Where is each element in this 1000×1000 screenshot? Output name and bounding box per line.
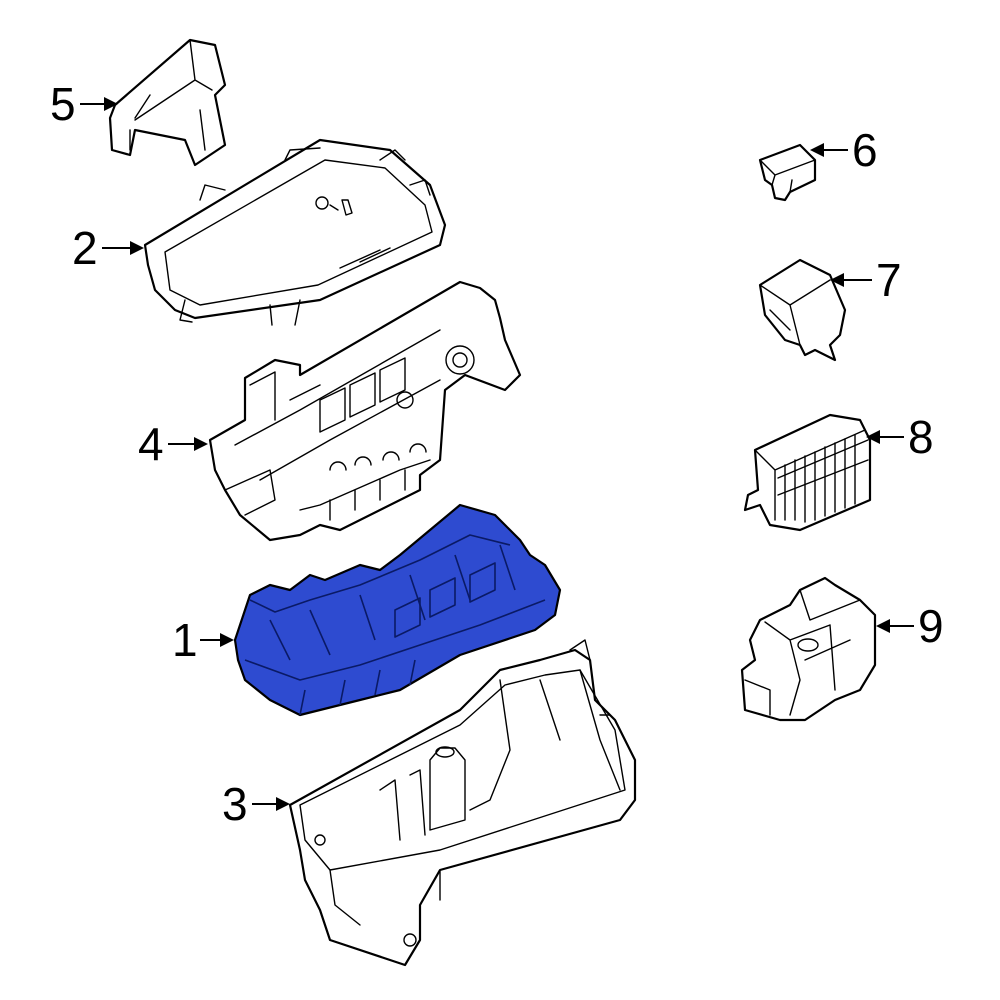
callout-label-3: 3 <box>222 778 248 830</box>
callout-8: 8 <box>866 411 934 463</box>
callout-5: 5 <box>50 78 118 130</box>
callout-4: 4 <box>138 418 208 470</box>
part-3-lower-housing[interactable] <box>288 639 637 967</box>
callout-1: 1 <box>172 614 234 666</box>
callout-2: 2 <box>72 222 144 274</box>
callout-label-6: 6 <box>852 124 878 176</box>
callout-7: 7 <box>830 254 902 306</box>
callout-label-1: 1 <box>172 614 198 666</box>
part-6-fuse[interactable] <box>758 143 817 202</box>
callout-label-5: 5 <box>50 78 76 130</box>
callout-label-8: 8 <box>908 411 934 463</box>
part-5-bracket[interactable] <box>108 38 227 167</box>
callout-6: 6 <box>810 124 878 176</box>
callout-label-7: 7 <box>876 254 902 306</box>
part-1-relay-holder[interactable] <box>233 503 562 717</box>
part-8-connector[interactable] <box>743 413 872 532</box>
callout-label-9: 9 <box>918 600 944 652</box>
part-2-top-cover[interactable] <box>143 138 447 326</box>
part-9-connector-housing[interactable] <box>740 576 877 722</box>
callout-9: 9 <box>876 600 944 652</box>
callout-label-4: 4 <box>138 418 164 470</box>
part-7-relay[interactable] <box>758 258 847 362</box>
callout-label-2: 2 <box>72 222 98 274</box>
callout-3: 3 <box>222 778 290 830</box>
part-4-fuse-carrier[interactable] <box>208 280 522 542</box>
